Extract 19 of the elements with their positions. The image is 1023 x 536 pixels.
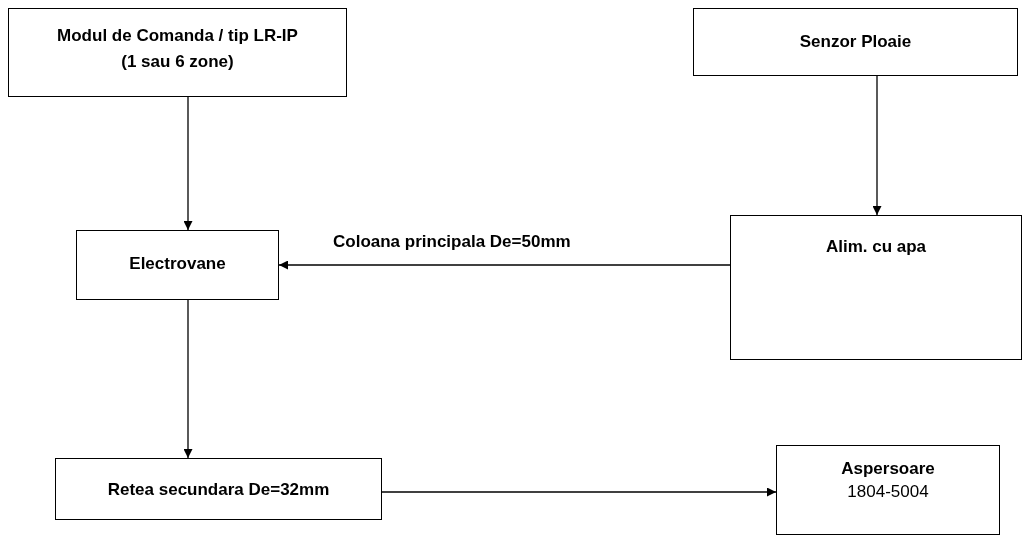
process-box — [776, 445, 1000, 535]
box-title: Aspersoare — [841, 458, 935, 480]
process-box — [76, 230, 279, 300]
box-text: 1804-5004 — [846, 482, 930, 502]
arrow — [183, 299, 193, 459]
process-box — [730, 215, 1022, 360]
box-title: Alim. cu apa — [825, 236, 927, 258]
arrow — [183, 96, 193, 231]
arrow — [872, 75, 882, 216]
edge-label: Coloana principala De=50mm — [333, 232, 571, 252]
box-title: Senzor Ploaie — [799, 31, 912, 53]
box-title: Modul de Comanda / tip LR-IP (1 sau 6 zone) — [56, 25, 299, 73]
process-box — [8, 8, 347, 97]
arrow — [278, 260, 731, 270]
box-title: Retea secundara De=32mm — [107, 479, 330, 501]
process-box — [55, 458, 382, 520]
arrow — [381, 487, 777, 497]
box-title: Electrovane — [129, 253, 226, 275]
process-box — [693, 8, 1018, 76]
